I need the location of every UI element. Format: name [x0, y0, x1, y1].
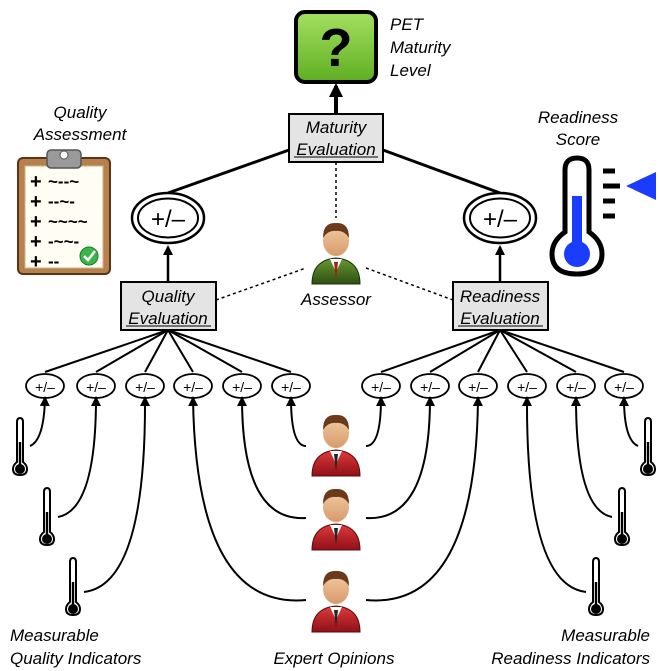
caption-line: Quality	[54, 103, 108, 122]
thermometer-icon	[11, 416, 29, 477]
aggregator-symbol: +/–	[371, 379, 391, 395]
caption-line: Score	[556, 130, 600, 149]
assessor-to-quality-dotted-link	[215, 267, 307, 301]
input-arrows	[29, 396, 639, 602]
indicator-aggregator-node: +/–	[410, 373, 450, 399]
indicator-arrow	[29, 396, 50, 447]
expert-arrow	[365, 396, 386, 447]
maturity-to-right-aggregator-link	[382, 148, 501, 195]
clipboard-row-mark: +	[30, 211, 42, 233]
caption-line: Level	[390, 61, 432, 80]
indicator-aggregator-node: +/–	[271, 373, 311, 399]
thermometer-icon	[613, 486, 631, 547]
pet-maturity-level-icon: ?	[294, 10, 378, 84]
aggregator-symbol: +/–	[517, 379, 537, 395]
indicator-aggregator-node: +/–	[604, 373, 644, 399]
box-line: Quality	[142, 287, 196, 306]
clipboard-row-text: ~--~	[48, 172, 79, 191]
expert-arrow	[365, 396, 483, 602]
aggregator-symbol: +/–	[232, 379, 252, 395]
box-line: Evaluation	[128, 309, 207, 328]
thermometer-icon	[64, 556, 82, 617]
thermometer-icon	[549, 155, 656, 277]
bottom-left-caption-line: Quality Indicators	[10, 649, 142, 668]
clipboard-row-text: --	[48, 252, 59, 271]
assessor-to-readiness-dotted-link	[365, 267, 454, 301]
question-mark-symbol: ?	[320, 18, 353, 78]
clipboard-row-mark: +	[30, 191, 42, 213]
readiness-score-caption: Readiness Score	[538, 108, 619, 149]
readiness-aggregator-node: +/–	[462, 191, 538, 245]
aggregator-symbol: +/–	[183, 379, 203, 395]
indicator-aggregator-node: +/–	[76, 373, 116, 399]
aggregator-symbol: +/–	[420, 379, 440, 395]
thermometer-icon	[587, 556, 605, 617]
quality-assessment-caption: Quality Assessment	[33, 103, 128, 144]
maturity-to-left-aggregator-link	[167, 148, 290, 195]
quality-evaluation-box: Quality Evaluation	[120, 281, 217, 331]
bottom-left-caption-line: Measurable	[10, 626, 99, 645]
aggregator-symbol: +/–	[468, 379, 488, 395]
indicator-arrow	[619, 396, 639, 447]
expert-arrow	[286, 396, 307, 447]
expert-arrow	[237, 396, 307, 520]
quality-aggregator-node: +/–	[130, 191, 206, 245]
indicator-arrow	[521, 396, 587, 593]
indicator-aggregator-node: +/–	[173, 373, 213, 399]
expert-arrow	[365, 396, 435, 520]
aggregator-symbol: +/–	[483, 206, 518, 233]
indicator-aggregator-node: +/–	[458, 373, 498, 399]
readiness-pointer-icon	[626, 172, 656, 200]
caption-line: PET	[390, 15, 425, 34]
bottom-right-caption-line: Readiness Indicators	[491, 649, 650, 668]
expert-icon	[311, 488, 361, 551]
readiness-evaluation-box: Readiness Evaluation	[452, 281, 549, 331]
box-line: Evaluation	[460, 309, 539, 328]
aggregator-symbol: +/–	[281, 379, 301, 395]
box-line: Readiness	[460, 287, 541, 306]
aggregator-symbol: +/–	[614, 379, 634, 395]
clipboard-row-mark: +	[30, 171, 42, 193]
assessor-label: Assessor	[300, 290, 372, 309]
clipboard-row-text: -~~-	[48, 232, 79, 251]
caption-line: Assessment	[33, 125, 128, 144]
indicator-arrow	[57, 396, 101, 518]
indicator-aggregator-node: +/–	[25, 373, 65, 399]
aggregator-symbol: +/–	[151, 206, 186, 233]
clipboard-row-mark: +	[30, 231, 42, 253]
aggregator-symbol: +/–	[566, 379, 586, 395]
box-line: Evaluation	[296, 140, 375, 159]
caption-line: Readiness	[538, 108, 619, 127]
thermometer-icon	[639, 416, 657, 477]
indicator-arrow	[83, 396, 151, 593]
pet-maturity-level-caption: PET Maturity Level	[390, 15, 452, 80]
readiness-leaf-links	[380, 329, 625, 373]
expert-arrow	[188, 396, 307, 602]
thermometer-icon	[38, 486, 56, 547]
quality-leaf-links	[44, 329, 292, 373]
clipboard-row-text: --~-	[48, 192, 75, 211]
expert-icon	[311, 414, 361, 477]
clipboard-icon: + ~--~ + --~- + ~~~~ + -~~- + --	[17, 149, 111, 275]
aggregator-symbol: +/–	[135, 379, 155, 395]
caption-line: Maturity	[390, 38, 452, 57]
clipboard-row-text: ~~~~	[48, 212, 88, 231]
clipboard-row-mark: +	[30, 251, 42, 273]
bottom-right-caption-line: Measurable	[561, 626, 650, 645]
assessor-icon	[311, 222, 361, 285]
check-icon	[79, 246, 99, 266]
indicator-aggregator-node: +/–	[556, 373, 596, 399]
box-line: Maturity	[306, 118, 368, 137]
maturity-evaluation-box: Maturity Evaluation	[288, 113, 384, 163]
indicator-aggregator-node: +/–	[125, 373, 165, 399]
expert-icon	[311, 570, 361, 633]
indicator-arrow	[571, 396, 613, 518]
aggregator-symbol: +/–	[35, 379, 55, 395]
indicator-aggregator-node: +/–	[222, 373, 262, 399]
bottom-center-caption: Expert Opinions	[274, 649, 395, 668]
aggregator-symbol: +/–	[86, 379, 106, 395]
indicator-aggregator-node: +/–	[361, 373, 401, 399]
indicator-aggregator-node: +/–	[507, 373, 547, 399]
